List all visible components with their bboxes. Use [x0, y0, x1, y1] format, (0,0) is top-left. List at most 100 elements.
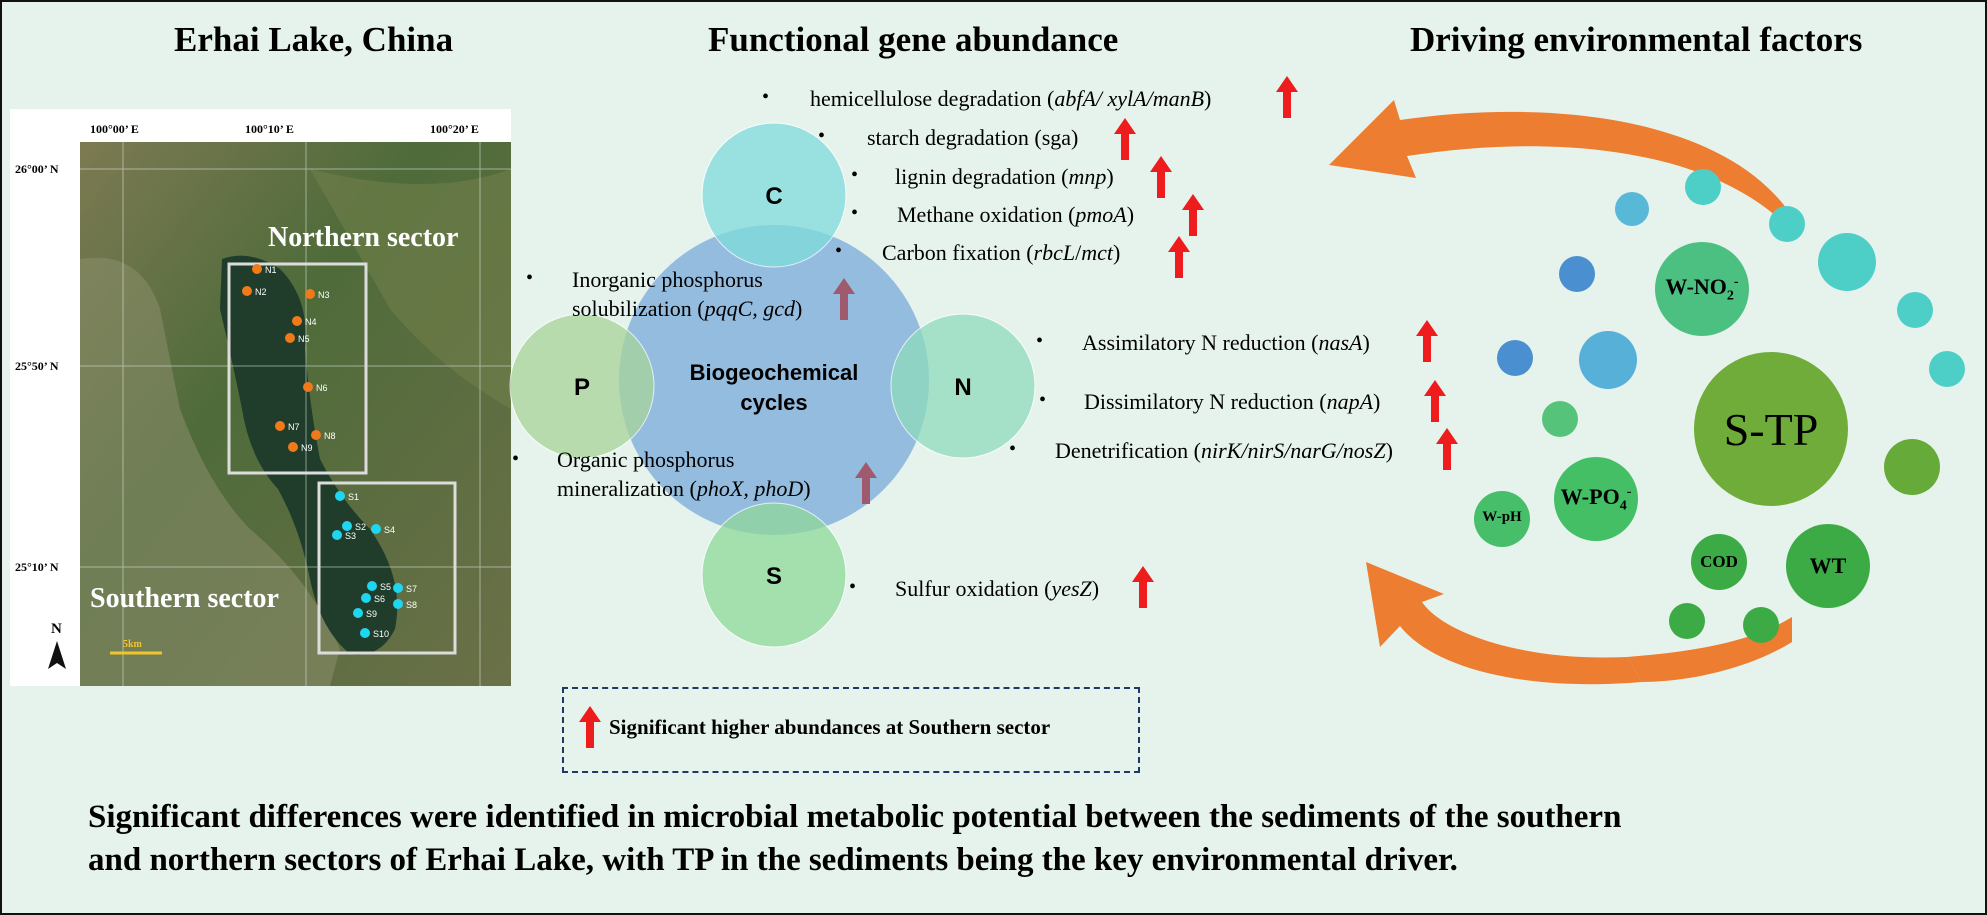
site-label: N7: [288, 422, 300, 432]
north-arrow-icon: [48, 641, 66, 669]
bullet: •: [512, 448, 520, 470]
up-arrow-icon: [1132, 566, 1154, 608]
up-arrow-icon: [579, 706, 601, 748]
heading-left: Erhai Lake, China: [174, 20, 454, 59]
bullet: •: [1039, 389, 1047, 411]
bullet: •: [851, 164, 859, 186]
wpo4-bubble: [1554, 457, 1638, 541]
gene-sulfur-oxidation: Sulfur oxidation (yesZ): [895, 576, 1100, 601]
site-marker: [311, 430, 321, 440]
site-label: N3: [318, 290, 330, 300]
n-label: N: [954, 374, 972, 401]
gene-carbon-fixation: Carbon fixation (rbcL/mct): [882, 240, 1121, 265]
conclusion-line2: and northern sectors of Erhai Lake, with…: [88, 842, 1458, 878]
up-arrow-icon: [1168, 236, 1190, 278]
site-label: S3: [345, 531, 356, 541]
site-marker: [242, 286, 252, 296]
gene-organic-p-line2: mineralization (phoX, phoD): [557, 476, 811, 501]
heading-middle: Functional gene abundance: [708, 20, 1119, 59]
site-label: S4: [384, 525, 395, 535]
site-label: N8: [324, 431, 336, 441]
gene-hemicellulose: hemicellulose degradation (abfA/ xylA/ma…: [810, 86, 1212, 111]
site-marker: [288, 442, 298, 452]
gene-dissimilatory-n: Dissimilatory N reduction (napA): [1084, 389, 1381, 414]
site-label: S2: [355, 522, 366, 532]
bullet: •: [1009, 438, 1017, 460]
gene-denitrification: Denetrification (nirK/nirS/narG/nosZ): [1055, 438, 1393, 463]
cod-label: COD: [1700, 552, 1738, 571]
n-circle: [890, 313, 1036, 459]
site-marker: [393, 599, 403, 609]
bullet: •: [818, 125, 826, 147]
wno2-bubble: [1655, 242, 1749, 336]
southern-sector-label: Southern sector: [90, 583, 279, 614]
site-label: N6: [316, 383, 328, 393]
upper-curved-arrow: [1329, 100, 1787, 217]
site-marker: [285, 333, 295, 343]
bullet: •: [851, 202, 859, 224]
wno2-label: W-NO2-: [1665, 274, 1739, 304]
gene-inorganic-p-line1: Inorganic phosphorus: [572, 267, 763, 292]
stp-label: S-TP: [1723, 404, 1819, 455]
northern-sector-box: [227, 262, 368, 475]
center-label: Biogeochemical cycles: [689, 360, 859, 415]
lower-curved-arrow: [1366, 562, 1642, 685]
up-arrow-icon-muted: [833, 278, 855, 320]
p-label: P: [573, 374, 590, 401]
up-arrow-icon: [1416, 320, 1438, 362]
gene-organic-p-line1: Organic phosphorus: [557, 447, 735, 472]
gene-lignin: lignin degradation (mnp): [895, 164, 1114, 189]
north-arrow-label: N: [51, 621, 62, 637]
lon-tick-0: 100°00’ E: [90, 122, 139, 136]
p-circle: [509, 313, 655, 459]
lon-tick-1: 100°10’ E: [245, 122, 294, 136]
scale-label: 5km: [123, 639, 142, 650]
wph-label: W-pH: [1482, 509, 1522, 525]
site-label: S9: [366, 609, 377, 619]
site-label: S10: [373, 629, 389, 639]
site-label: N1: [265, 265, 277, 275]
site-marker: [367, 581, 377, 591]
site-label: S8: [406, 600, 417, 610]
legend-box: Significant higher abundances at Souther…: [562, 687, 1140, 773]
s-circle: [701, 502, 847, 648]
site-marker: [332, 530, 342, 540]
stp-bubble: [1694, 352, 1848, 506]
site-marker: [303, 382, 313, 392]
gene-methane: Methane oxidation (pmoA): [897, 202, 1135, 227]
up-arrow-icon: [1276, 76, 1298, 118]
wpo4-label: W-PO4-: [1560, 484, 1632, 514]
up-arrow-icon: [1424, 380, 1446, 422]
lake-shape: [220, 255, 398, 655]
southern-sector-box: [317, 481, 457, 655]
heading-right: Driving environmental factors: [1410, 20, 1863, 59]
up-arrow-icon: [1150, 156, 1172, 198]
bullet: •: [1036, 330, 1044, 352]
gene-inorganic-p-line2: solubilization (pqqC, gcd): [572, 296, 803, 321]
lat-tick-0: 26°00’ N: [15, 162, 59, 176]
up-arrow-icon: [1436, 428, 1458, 470]
c-label: C: [765, 183, 783, 210]
wph-bubble: [1474, 491, 1530, 547]
site-label: N2: [255, 287, 267, 297]
gene-assimilatory-n: Assimilatory N reduction (nasA): [1082, 330, 1370, 355]
conclusion-line1: Significant differences were identified …: [88, 799, 1622, 835]
site-marker: [361, 593, 371, 603]
conclusion: Significant differences were identified …: [88, 796, 1621, 882]
c-circle: [701, 122, 847, 268]
bullet: •: [835, 240, 843, 262]
site-marker: [252, 264, 262, 274]
site-label: N9: [301, 443, 313, 453]
site-marker: [305, 289, 315, 299]
up-arrow-icon-muted: [855, 462, 877, 504]
site-marker: [353, 608, 363, 618]
lon-tick-2: 100°20’ E: [430, 122, 479, 136]
site-label: S1: [348, 492, 359, 502]
legend-text: Significant higher abundances at Souther…: [609, 715, 1051, 739]
